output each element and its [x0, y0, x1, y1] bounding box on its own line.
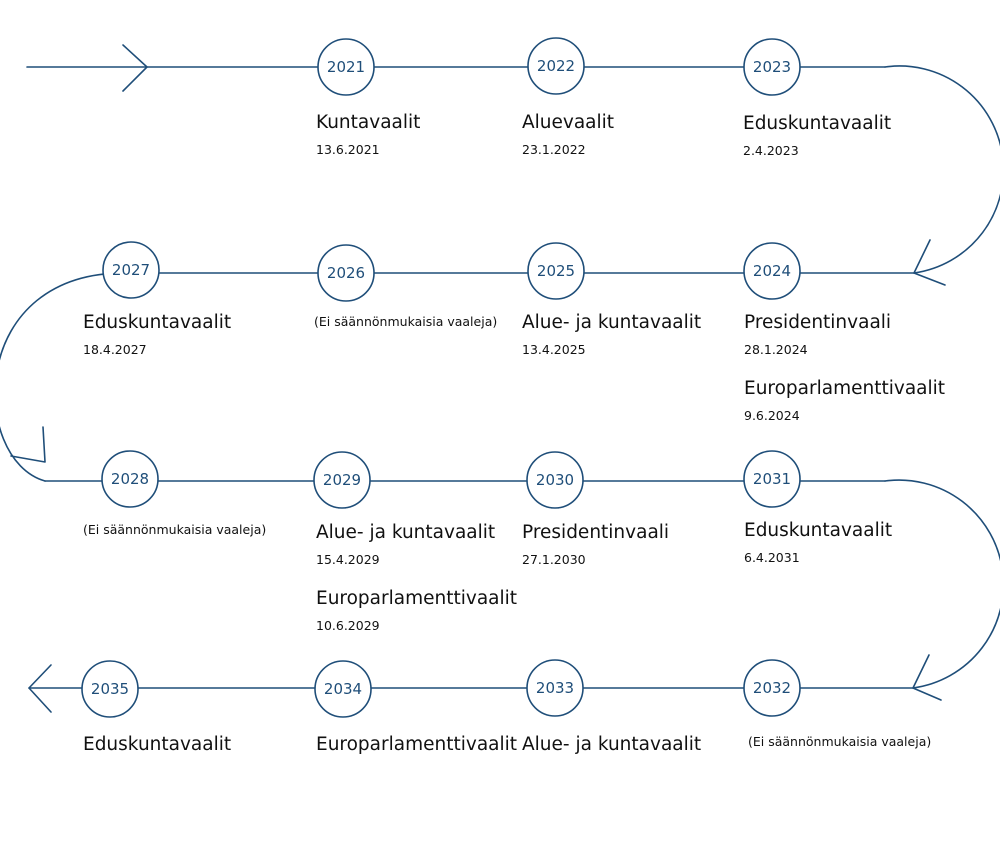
election-title: Eduskuntavaalit [83, 312, 232, 333]
election-date: 2.4.2023 [743, 143, 799, 158]
event-block-2023: Eduskuntavaalit 2.4.2023 [743, 113, 891, 159]
year-node-2034 [314, 660, 372, 718]
year-node-2021 [317, 38, 375, 96]
election-date: 28.1.2024 [744, 342, 808, 357]
year-label: 2031 [753, 470, 791, 488]
election-date: 15.4.2029 [316, 552, 380, 567]
no-election-note: (Ei säännönmukaisia vaaleja) [314, 314, 498, 329]
election-title: Alue- ja kuntavaalit [316, 522, 496, 543]
timeline-curve-right-2 [884, 479, 1000, 689]
event-block-2031: Eduskuntavaalit 6.4.2031 [744, 520, 892, 566]
year-label: 2021 [327, 58, 365, 76]
election-title: Europarlamenttivaalit [316, 734, 518, 755]
timeline-curve-left [0, 272, 132, 482]
year-node-2027 [102, 241, 160, 299]
election-title: Europarlamenttivaalit [316, 588, 518, 609]
election-title: Eduskuntavaalit [83, 734, 232, 755]
year-label: 2033 [536, 679, 574, 697]
election-date: 18.4.2027 [83, 342, 147, 357]
event-block-2028: (Ei säännönmukaisia vaaleja) [83, 522, 266, 538]
curve-arrowhead-2 [10, 426, 46, 463]
year-node-2022 [527, 37, 585, 95]
event-block-2021: Kuntavaalit 13.6.2021 [316, 112, 420, 158]
event-block-2027: Eduskuntavaalit 18.4.2027 [83, 312, 231, 358]
election-title: Presidentinvaali [522, 522, 670, 543]
year-label: 2026 [327, 264, 365, 282]
no-election-note: (Ei säännönmukaisia vaaleja) [748, 734, 932, 749]
year-label: 2023 [753, 58, 791, 76]
election-title: Eduskuntavaalit [744, 520, 893, 541]
election-title: Kuntavaalit [316, 112, 421, 133]
year-node-2033 [526, 659, 584, 717]
election-title: Eduskuntavaalit [743, 113, 892, 134]
year-label: 2029 [323, 471, 361, 489]
election-date: 9.6.2024 [744, 408, 800, 423]
election-date: 13.6.2021 [316, 142, 380, 157]
no-election-note: (Ei säännönmukaisia vaaleja) [83, 522, 267, 537]
event-block-2022: Aluevaalit 23.1.2022 [522, 112, 614, 158]
election-date: 23.1.2022 [522, 142, 586, 157]
curve-arrowhead-3 [912, 654, 942, 701]
event-block-2035: Eduskuntavaalit [83, 734, 231, 756]
year-node-2029 [313, 451, 371, 509]
year-node-2032 [743, 659, 801, 717]
year-node-2025 [527, 242, 585, 300]
election-title: Alue- ja kuntavaalit [522, 312, 702, 333]
election-date: 13.4.2025 [522, 342, 586, 357]
year-node-2035 [81, 660, 139, 718]
election-date: 6.4.2031 [744, 550, 800, 565]
year-label: 2032 [753, 679, 791, 697]
event-block-2034: Europarlamenttivaalit [316, 734, 517, 756]
timeline-curve-right-1 [884, 65, 1000, 274]
start-arrowhead [122, 44, 148, 92]
year-node-2031 [743, 450, 801, 508]
year-label: 2035 [91, 680, 129, 698]
election-title: Aluevaalit [522, 112, 615, 133]
election-title: Presidentinvaali [744, 312, 892, 333]
year-node-2026 [317, 244, 375, 302]
year-label: 2030 [536, 471, 574, 489]
election-title: Europarlamenttivaalit [744, 378, 946, 399]
year-label: 2028 [111, 470, 149, 488]
event-block-2026: (Ei säännönmukaisia vaaleja) [314, 314, 497, 330]
election-date: 27.1.2030 [522, 552, 586, 567]
year-label: 2025 [537, 262, 575, 280]
year-node-2024 [743, 242, 801, 300]
year-node-2030 [526, 451, 584, 509]
election-title: Alue- ja kuntavaalit [522, 734, 702, 755]
year-label: 2027 [112, 261, 150, 279]
curve-arrowhead-1 [913, 239, 946, 286]
year-node-2028 [101, 450, 159, 508]
election-date: 10.6.2029 [316, 618, 380, 633]
event-block-2030: Presidentinvaali 27.1.2030 [522, 522, 669, 568]
year-label: 2024 [753, 262, 791, 280]
year-label: 2034 [324, 680, 362, 698]
end-arrowhead [28, 664, 52, 713]
year-node-2023 [743, 38, 801, 96]
year-label: 2022 [537, 57, 575, 75]
event-block-2025: Alue- ja kuntavaalit 13.4.2025 [522, 312, 701, 358]
event-block-2032: (Ei säännönmukaisia vaaleja) [748, 734, 931, 750]
event-block-2033: Alue- ja kuntavaalit [522, 734, 701, 756]
